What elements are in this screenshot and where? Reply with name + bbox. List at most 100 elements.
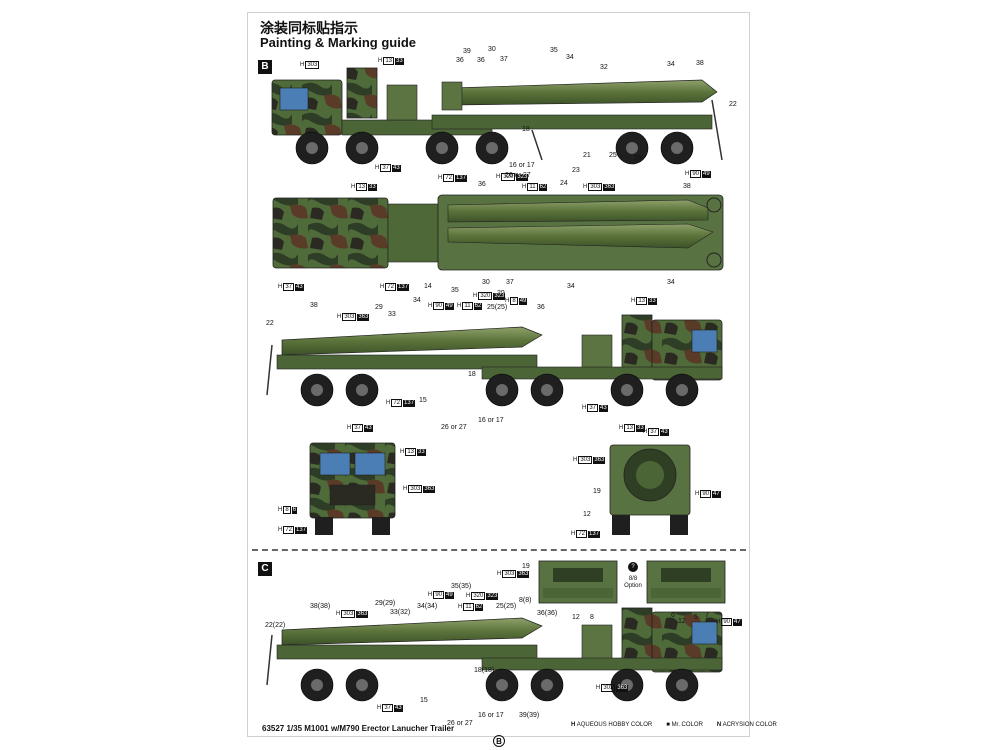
- callout-16or17-v3: 16 or 17: [478, 417, 504, 424]
- callout-36-top: 36: [478, 181, 486, 188]
- callout-18-v6: 18(18): [474, 667, 495, 674]
- callout-8-v6: 8(8): [519, 597, 532, 604]
- callout-5-v6: 5: [694, 614, 698, 621]
- callout-25-v3: 25(25): [487, 304, 508, 311]
- callout-33-v6: 33(32): [390, 609, 411, 616]
- detail-rear-view-2: [646, 560, 726, 604]
- callout-18-v3: 18: [468, 371, 476, 378]
- callout-39: 39: [463, 48, 471, 55]
- callout-23: 23: [572, 167, 580, 174]
- callout-38: 38: [696, 60, 704, 67]
- callout-29-v6: 29(29): [375, 600, 396, 607]
- callout-7-v6: 7: [705, 612, 709, 619]
- color-legend: H AQUEOUS HOBBY COLOR ■ Mr. COLOR N ACRY…: [571, 722, 777, 728]
- callout-30-top: 30: [482, 279, 490, 286]
- view3-side-vehicle: [266, 314, 723, 407]
- callout-34-v3: 34: [413, 297, 421, 304]
- callout-22-v6: 22(22): [265, 622, 286, 629]
- callout-36b: 36: [477, 57, 485, 64]
- callout-34-top: 34: [567, 283, 575, 290]
- callout-26or27-v3: 26 or 27: [441, 424, 467, 431]
- callout-38-v3: 38: [310, 302, 318, 309]
- callout-29: 29: [634, 155, 642, 162]
- section-divider: [252, 549, 746, 551]
- option-marker-icon: ?: [628, 562, 638, 572]
- callout-35-v3: 35: [451, 287, 459, 294]
- title-english: Painting & Marking guide: [260, 35, 417, 50]
- callout-26or27-v6: 26 or 27: [447, 720, 473, 727]
- view4-front-cab: [309, 442, 396, 535]
- callout-36-v6: 36(36): [537, 610, 558, 617]
- callout-21: 21: [583, 152, 591, 159]
- callout-35-v6: 35(35): [451, 583, 472, 590]
- callout-25: 25: [609, 152, 617, 159]
- section-label-b: B: [258, 60, 272, 74]
- callout-16or17: 16 or 17: [509, 162, 535, 169]
- callout-38-top: 38: [683, 183, 691, 190]
- callout-19-v6: 19: [522, 563, 530, 570]
- callout-29-v3: 29: [375, 304, 383, 311]
- view1-side-vehicle: [271, 67, 723, 165]
- footer-model-info: 63527 1/35 M1001 w/M790 Erector Lanucher…: [262, 724, 455, 733]
- view6-side-vehicle: [266, 607, 723, 702]
- callout-36: 36: [456, 57, 464, 64]
- page-number: B: [493, 735, 505, 747]
- detail-rear-view-1: [538, 560, 618, 604]
- legend-aqueous: H AQUEOUS HOBBY COLOR: [571, 722, 653, 728]
- callout-12-v6: 12: [572, 614, 580, 621]
- callout-30: 30: [488, 46, 496, 53]
- legend-mr-color: ■ Mr. COLOR: [666, 722, 703, 728]
- callout-22: 22: [729, 101, 737, 108]
- callout-32: 32: [600, 64, 608, 71]
- callout-34: 34: [566, 54, 574, 61]
- callout-24: 24: [560, 180, 568, 187]
- callout-18: 18: [522, 126, 530, 133]
- callout-34-v6: 34(34): [417, 603, 438, 610]
- callout-38-v6: 38(38): [310, 603, 331, 610]
- callout-22-v3: 22: [266, 320, 274, 327]
- section-label-c: C: [258, 562, 272, 576]
- callout-39-v6: 39(39): [519, 712, 540, 719]
- callout-14-top: 14: [424, 283, 432, 290]
- callout-37-top: 37: [506, 279, 514, 286]
- title-chinese: 涂装同标贴指示: [260, 20, 358, 36]
- callout-8b-v6: 8: [590, 614, 594, 621]
- view2-top-vehicle: [272, 194, 724, 271]
- callout-35: 35: [550, 47, 558, 54]
- callout-37: 37: [500, 56, 508, 63]
- callout-34b-top: 34: [667, 279, 675, 286]
- callout-15-v3: 15: [419, 397, 427, 404]
